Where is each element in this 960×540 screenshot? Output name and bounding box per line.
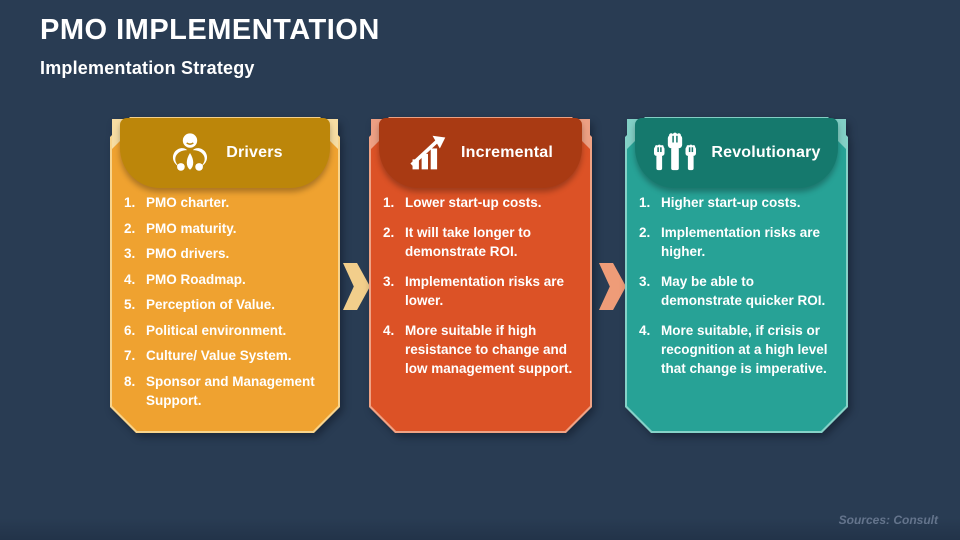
list-item-text: Culture/ Value System.: [146, 348, 292, 363]
list-item: 4. More suitable, if crisis or recognitio…: [639, 321, 838, 378]
list-item: 1. Higher start-up costs.: [639, 193, 838, 212]
card-header-revolutionary: Revolutionary: [635, 118, 838, 188]
list-item: 8. Sponsor and Management Support.: [124, 372, 330, 410]
list-item-text: May be able to demonstrate quicker ROI.: [661, 274, 826, 308]
list-item-text: PMO maturity.: [146, 220, 237, 236]
list-item-text: Lower start-up costs.: [405, 195, 542, 210]
raised-fists-icon: [654, 132, 697, 171]
list-item-number: 4.: [639, 323, 651, 338]
list-item: 2. Implementation risks are higher.: [639, 223, 838, 261]
card-title: Revolutionary: [711, 144, 821, 161]
list-item-number: 4.: [124, 271, 136, 287]
list-item: 2. PMO maturity.: [124, 219, 330, 238]
card-header-incremental: Incremental: [379, 118, 582, 188]
list-item-number: 7.: [124, 348, 136, 363]
list-item-number: 3.: [383, 274, 395, 289]
leadership-person-icon: [173, 133, 208, 171]
list-item: 4. More suitable if high resistance to ch…: [383, 321, 582, 378]
list-item-text: Political environment.: [146, 322, 287, 338]
list-item: 2. It will take longer to demonstrate ROI…: [383, 223, 582, 261]
card-header-drivers: Drivers: [120, 118, 330, 188]
list-item-text: PMO drivers.: [146, 246, 230, 261]
list-item-text: Higher start-up costs.: [661, 195, 801, 210]
flow-arrow-right-icon: [343, 263, 370, 310]
list-item-text: Perception of Value.: [146, 297, 276, 312]
list-item-text: More suitable, if crisis or recognition …: [661, 323, 828, 376]
revolutionary-list: 1. Higher start-up costs. 2. Implementation…: [639, 193, 838, 389]
list-item-text: Implementation risks are lower.: [405, 274, 565, 308]
list-item-text: PMO Roadmap.: [146, 271, 246, 287]
card-drivers: Drivers 1. PMO charter. 2. PMO maturity. 3. P…: [110, 117, 340, 433]
incremental-list: 1. Lower start-up costs. 2. It will take lo…: [383, 193, 582, 389]
list-item: 3. Implementation risks are lower.: [383, 272, 582, 310]
list-item: 3. May be able to demonstrate quicker ROI…: [639, 272, 838, 310]
list-item-number: 1.: [639, 195, 651, 210]
list-item-text: It will take longer to demonstrate ROI.: [405, 225, 532, 259]
list-item-number: 2.: [383, 225, 395, 240]
card-title: Drivers: [226, 144, 283, 161]
list-item-text: More suitable if high resistance to chan…: [405, 323, 573, 376]
source-credit: Sources: Consult: [838, 513, 938, 527]
list-item-text: Implementation risks are higher.: [661, 225, 821, 259]
list-item: 1. PMO charter.: [124, 193, 330, 212]
list-item-number: 2.: [639, 225, 651, 240]
list-item: 3. PMO drivers.: [124, 244, 330, 263]
list-item-number: 5.: [124, 297, 136, 312]
page-title: PMO IMPLEMENTATION: [40, 14, 380, 46]
list-item: 5. Perception of Value.: [124, 295, 330, 314]
list-item: 7. Culture/ Value System.: [124, 346, 330, 365]
card-revolutionary: Revolutionary 1. Higher start-up costs. 2.…: [625, 117, 848, 433]
list-item-number: 2.: [124, 220, 136, 236]
flow-arrow-right-icon: [599, 263, 626, 310]
list-item-number: 1.: [124, 195, 136, 210]
list-item-number: 4.: [383, 323, 395, 338]
list-item-number: 6.: [124, 322, 136, 338]
page-subtitle: Implementation Strategy: [40, 58, 255, 78]
card-incremental: Incremental 1. Lower start-up costs. 2. It …: [369, 117, 592, 433]
list-item: 4. PMO Roadmap.: [124, 270, 330, 289]
list-item-text: PMO charter.: [146, 195, 230, 210]
card-title: Incremental: [460, 144, 553, 161]
drivers-list: 1. PMO charter. 2. PMO maturity. 3. PMO drive…: [124, 193, 330, 416]
list-item-number: 8.: [124, 373, 136, 389]
list-item-number: 3.: [639, 274, 651, 289]
list-item-text: Sponsor and Management Support.: [146, 373, 315, 408]
list-item-number: 3.: [124, 246, 136, 261]
list-item: 6. Political environment.: [124, 321, 330, 340]
list-item-number: 1.: [383, 195, 395, 210]
list-item: 1. Lower start-up costs.: [383, 193, 582, 212]
growth-chart-icon: [410, 135, 446, 170]
